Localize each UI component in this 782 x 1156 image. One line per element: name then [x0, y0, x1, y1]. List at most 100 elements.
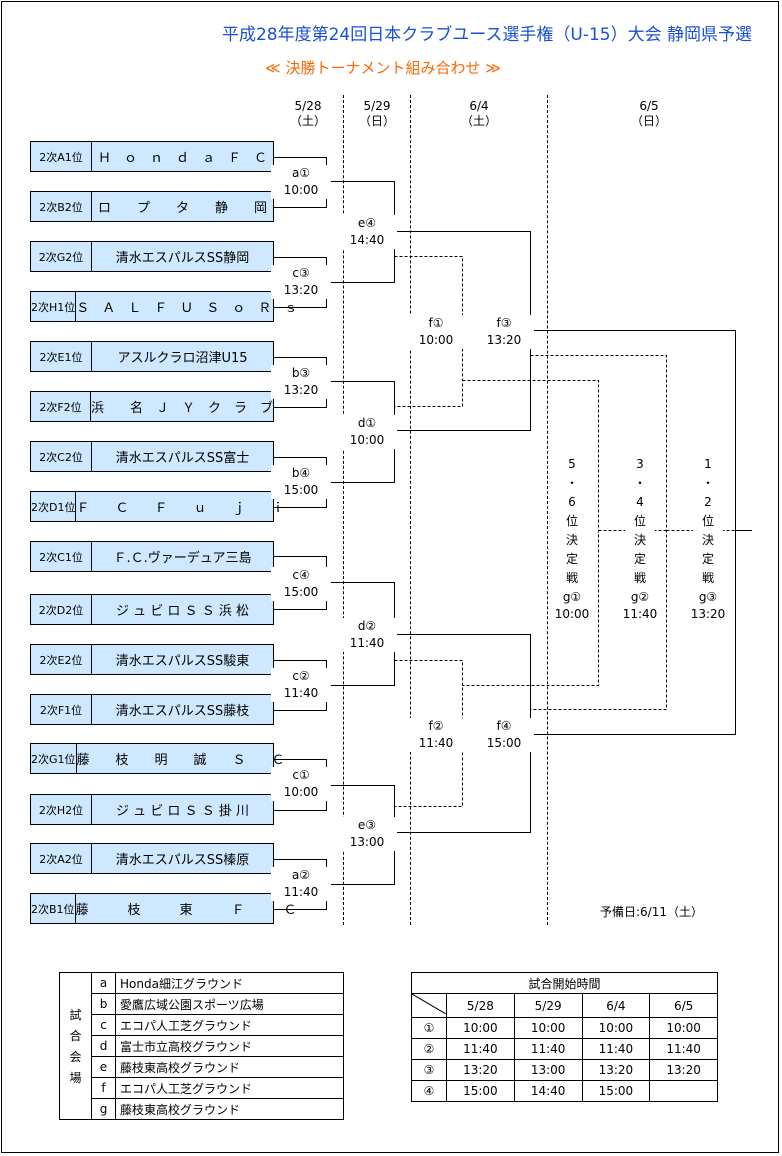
kickoff-time [649, 1080, 718, 1102]
venue-heading: 試合会場 [59, 972, 92, 1120]
team-name: Ｆ.Ｃ.ヴァーデュア三島 [113, 551, 252, 566]
team-slot: 2次A1位 Ｈ ｏ ｎ ｄ ａ Ｆ Ｃ [30, 141, 274, 172]
kickoff-table: 試合開始時間 5/28 5/29 6/4 6/5 ① 10:00 10:00 1… [411, 972, 718, 1102]
team-seed: 2次B2位 [31, 192, 92, 221]
team-name: 清水エスパルスSS榛原 [115, 853, 250, 868]
bracket-line [530, 330, 736, 735]
corner-cell [411, 993, 447, 1018]
venue-name: エコパ人工芝グラウンド [115, 1077, 344, 1099]
team-seed: 2次G2位 [31, 242, 92, 271]
kickoff-column: 6/4 [581, 993, 651, 1018]
team-name: アスルクラロ沼津U15 [117, 351, 248, 366]
team-name: Ｆ Ｃ Ｆ ｕ ｊ ｉ [76, 501, 285, 516]
kickoff-time: 15:00 [446, 1080, 515, 1102]
kickoff-time: 11:40 [649, 1038, 718, 1060]
team-seed: 2次A1位 [31, 142, 92, 171]
team-name: ジ ュ ビ ロ Ｓ Ｓ 浜 松 [116, 604, 249, 619]
venue-name: エコパ人工芝グラウンド [115, 1014, 344, 1036]
team-slot: 2次H2位ジ ュ ビ ロ Ｓ Ｓ 掛 川 [30, 794, 274, 825]
team-seed: 2次E1位 [31, 342, 92, 371]
kickoff-slot: ① [411, 1017, 447, 1039]
team-name: 浜 名 Ｊ Ｙ ク ラ ブ [90, 401, 273, 416]
team-seed: 2次A2位 [31, 844, 92, 873]
team-slot: 2次A2位 清水エスパルスSS榛原 [30, 843, 274, 874]
team-name: 清水エスパルスSS静岡 [115, 251, 250, 266]
diagonal-divider [411, 993, 447, 1015]
team-seed: 2次C1位 [31, 542, 92, 571]
round-divider [343, 95, 344, 925]
date-header-3: 6/4（土） [460, 99, 497, 128]
kickoff-time: 11:40 [446, 1038, 515, 1060]
team-seed: 2次F1位 [31, 695, 92, 724]
kickoff-column: 6/5 [649, 993, 718, 1018]
venue-code: f [91, 1077, 116, 1099]
venue-code: b [91, 993, 116, 1015]
team-slot: 2次C1位 Ｆ.Ｃ.ヴァーデュア三島 [30, 541, 274, 572]
team-name: 清水エスパルスSS藤枝 [115, 704, 250, 719]
team-seed: 2次G1位 [31, 744, 77, 773]
kickoff-time: 10:00 [649, 1017, 718, 1039]
team-slot: 2次B1位藤 枝 東 Ｆ Ｃ [30, 893, 297, 924]
kickoff-time: 15:00 [581, 1080, 651, 1102]
team-slot: 2次B2位ロ プ タ 静 岡 [30, 191, 274, 222]
team-slot: 2次G1位藤 枝 明 誠 Ｓ Ｃ [30, 743, 285, 774]
kickoff-time: 13:00 [513, 1059, 583, 1081]
round-divider [547, 95, 548, 925]
kickoff-column: 5/28 [446, 993, 515, 1018]
kickoff-heading: 試合開始時間 [411, 972, 718, 994]
kickoff-slot: ③ [411, 1059, 447, 1081]
team-name: ロ プ タ 静 岡 [97, 201, 267, 216]
kickoff-column: 5/29 [513, 993, 583, 1018]
team-name: 藤 枝 東 Ｆ Ｃ [75, 903, 297, 918]
team-slot: 2次C2位 清水エスパルスSS富士 [30, 441, 274, 472]
kickoff-time: 13:20 [446, 1059, 515, 1081]
team-seed: 2次H2位 [31, 795, 92, 824]
bracket-line [530, 355, 667, 710]
team-slot: 2次F1位 清水エスパルスSS藤枝 [30, 694, 274, 725]
team-slot: 2次F2位浜 名 Ｊ Ｙ ク ラ ブ [30, 391, 274, 422]
kickoff-slot: ④ [411, 1080, 447, 1102]
kickoff-slot: ② [411, 1038, 447, 1060]
page-subtitle: ≪ 決勝トーナメント組み合わせ ≫ [265, 59, 501, 77]
venue-code: c [91, 1014, 116, 1036]
kickoff-time: 10:00 [513, 1017, 583, 1039]
team-name: Ｈ ｏ ｎ ｄ ａ Ｆ Ｃ [97, 151, 267, 166]
team-slot: 2次E1位 アスルクラロ沼津U15 [30, 341, 274, 372]
kickoff-time: 10:00 [446, 1017, 515, 1039]
team-seed: 2次E2位 [31, 645, 92, 674]
team-slot: 2次G2位 清水エスパルスSS静岡 [30, 241, 274, 272]
venue-code: a [91, 972, 116, 994]
venue-code: g [91, 1098, 116, 1120]
team-name: 清水エスパルスSS駿東 [115, 654, 250, 669]
date-header-4: 6/5（日） [630, 99, 667, 128]
round-divider [410, 95, 411, 925]
kickoff-time: 13:20 [649, 1059, 718, 1081]
team-name: 清水エスパルスSS富士 [115, 451, 250, 466]
venue-name: Honda細江グラウンド [115, 972, 344, 994]
kickoff-time: 11:40 [581, 1038, 651, 1060]
team-seed: 2次C2位 [31, 442, 92, 471]
kickoff-time: 10:00 [581, 1017, 651, 1039]
team-slot: 2次E2位 清水エスパルスSS駿東 [30, 644, 274, 675]
